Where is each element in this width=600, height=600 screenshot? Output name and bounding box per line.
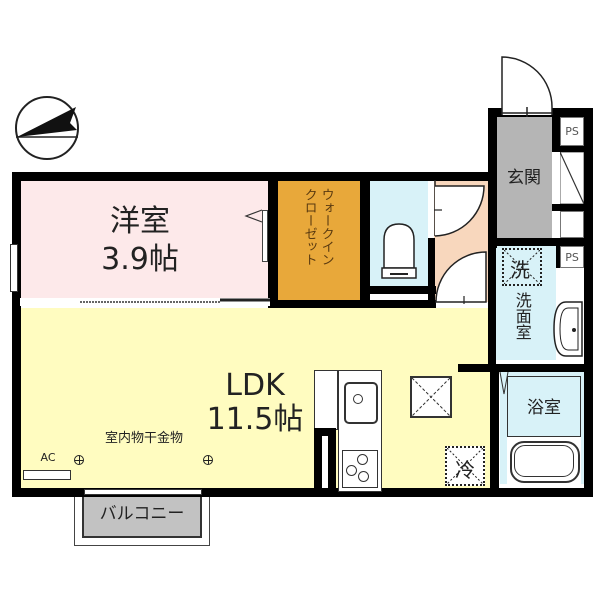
wic-label-1: ウォークイン xyxy=(318,188,334,266)
entrance-left-wall xyxy=(488,108,497,248)
room-balcony xyxy=(82,492,202,538)
wall-entrance-shelf xyxy=(552,204,592,211)
washbasin xyxy=(553,301,583,357)
western-window xyxy=(10,244,18,292)
wall-washroom-left xyxy=(488,238,496,368)
wall-ps-shaft xyxy=(552,146,592,152)
toilet-fixture xyxy=(381,223,417,279)
room-washroom xyxy=(496,246,556,364)
outer-wall-left xyxy=(12,172,21,496)
shelf-below xyxy=(560,211,584,238)
western-sliding-door[interactable] xyxy=(20,296,270,308)
room-wic xyxy=(278,180,360,302)
outer-wall-bottom xyxy=(12,488,592,497)
ac-label: AC xyxy=(40,451,56,464)
wic-label-2: クローゼット xyxy=(301,188,317,266)
balcony-door[interactable] xyxy=(84,489,202,495)
stove xyxy=(342,450,378,488)
room-western xyxy=(20,180,268,302)
wall-hall-bottom xyxy=(268,300,436,308)
shoe-cabinet xyxy=(560,152,584,204)
western-room-size: 3.9帖 xyxy=(101,242,179,277)
washroom-strip xyxy=(496,360,556,364)
fridge-space: 冷 xyxy=(445,446,485,486)
room-entrance xyxy=(496,116,552,238)
ldk-size: 11.5帖 xyxy=(206,402,304,437)
bath-label: 浴室 xyxy=(527,398,561,418)
entrance-label: 玄関 xyxy=(507,168,541,188)
front-door[interactable] xyxy=(500,55,560,117)
kitchen-partition xyxy=(314,428,336,436)
wall-entrance-bottom xyxy=(488,238,592,246)
wall-toilet-hall xyxy=(428,238,435,306)
kitchen-counter xyxy=(314,370,382,492)
hall-door[interactable] xyxy=(434,244,490,304)
north-arrow-icon xyxy=(15,96,79,160)
wall-entrance-ps xyxy=(552,116,560,146)
wall-wic-toilet xyxy=(360,180,370,306)
washroom-label: 洗面室 xyxy=(512,292,532,340)
ps-top: PS xyxy=(560,117,584,146)
kitchen-sink xyxy=(344,382,378,424)
wall-washroom-bottom xyxy=(458,364,592,372)
outer-wall-top xyxy=(12,172,496,181)
washer-space: 洗 xyxy=(502,248,542,286)
western-room-name: 洋室 xyxy=(110,204,170,239)
fridge-label: 冷 xyxy=(455,458,475,482)
washer-label: 洗 xyxy=(510,258,530,282)
toilet-door[interactable] xyxy=(434,180,490,240)
bathtub xyxy=(507,436,581,484)
door-arrow-icon xyxy=(244,209,263,223)
ceiling-vent xyxy=(410,376,452,418)
kitchen-partition-gap xyxy=(321,436,329,488)
wall-bath-left xyxy=(490,364,499,494)
western-door[interactable] xyxy=(262,210,268,262)
outer-wall-right xyxy=(584,108,593,497)
drying-rack-label: 室内物干金物 xyxy=(104,431,183,446)
ac-unit xyxy=(23,470,71,480)
wall-western-wic xyxy=(268,180,278,306)
wall-ldk-stub xyxy=(458,364,496,370)
compass xyxy=(14,95,80,161)
ps-top-label: PS xyxy=(565,125,579,138)
drying-rack-hook-left xyxy=(74,455,84,465)
bath-door[interactable] xyxy=(499,371,509,396)
ps-mid: PS xyxy=(560,246,584,268)
wall-toilet-bottom xyxy=(360,286,436,294)
balcony-label: バルコニー xyxy=(99,504,185,524)
ldk-name: LDK xyxy=(225,368,285,403)
ps-mid-label: PS xyxy=(565,251,579,264)
drying-rack-hook-right xyxy=(203,455,213,465)
